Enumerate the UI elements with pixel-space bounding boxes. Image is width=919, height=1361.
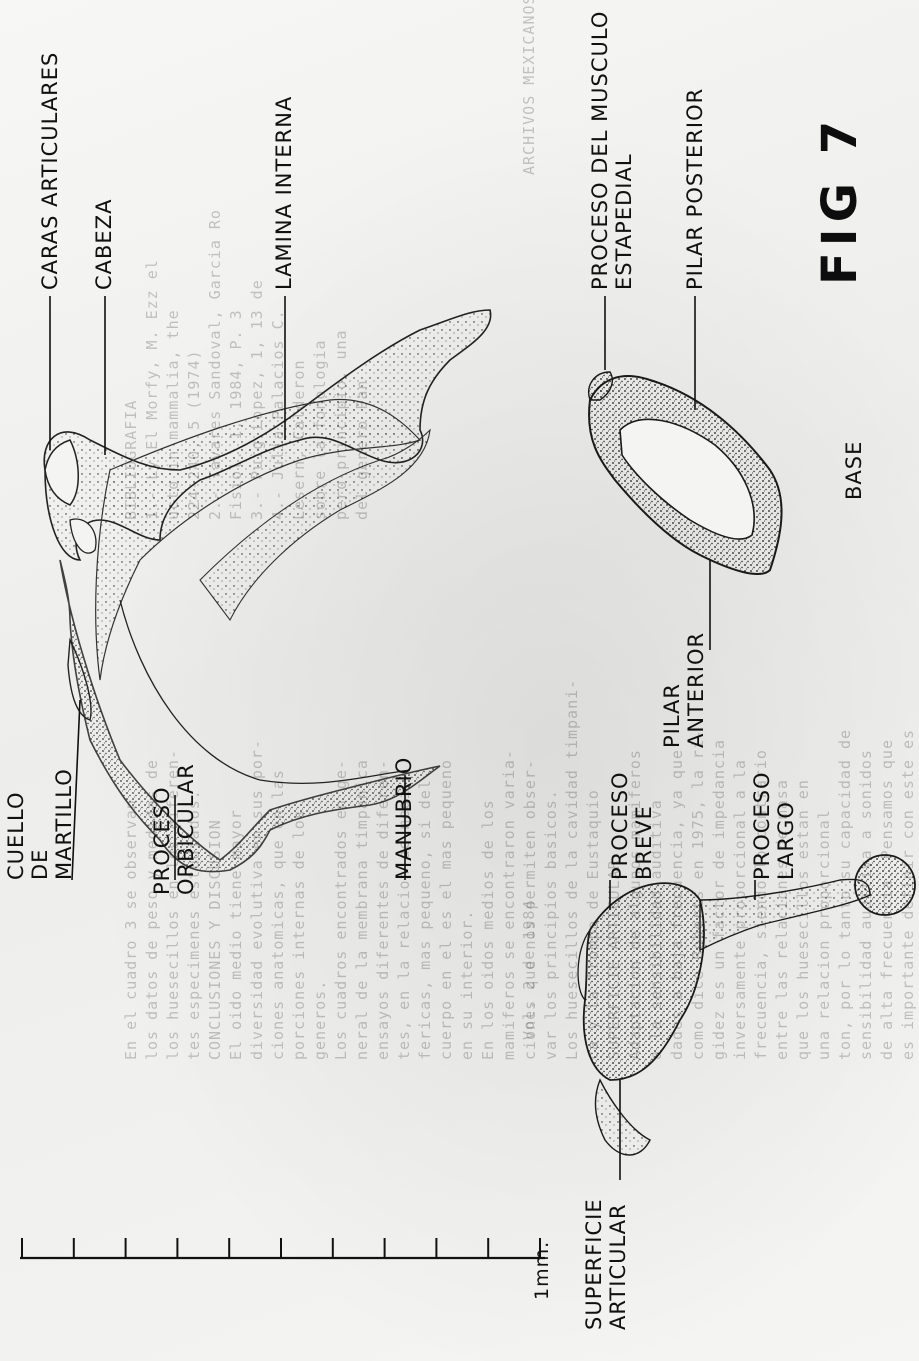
label-base: BASE <box>842 441 866 500</box>
label-proceso-orbicular: PROCESO ORBICULAR <box>150 763 198 895</box>
figure-label: FIG 7 <box>812 115 868 285</box>
incus-drawing <box>578 855 915 1155</box>
label-pilar-posterior: PILAR POSTERIOR <box>683 88 707 290</box>
label-proceso-largo: PROCESO LARGO <box>750 771 798 880</box>
incus-long-process <box>700 879 870 950</box>
label-superficie-articular: SUPERFICIE ARTICULAR <box>582 1198 630 1330</box>
label-cabeza: CABEZA <box>92 199 116 290</box>
scale-bar-ticks <box>22 1238 540 1258</box>
label-proceso-musculo-estapedial: PROCESO DEL MUSCULO ESTAPEDIAL <box>588 11 636 290</box>
incus-body <box>584 883 704 1080</box>
incus-lenticular-process <box>855 855 915 915</box>
malleus-inner-curve <box>120 600 410 783</box>
label-proceso-breve: PROCESO BREVE <box>608 771 656 880</box>
label-cuello-de-martillo: CUELLO DE MARTILLO <box>4 768 76 880</box>
stapes-drawing <box>589 372 782 574</box>
malleus-drawing <box>44 310 490 872</box>
scale-bar <box>20 1238 545 1258</box>
label-lamina-interna: LAMINA INTERNA <box>272 96 296 290</box>
incus-short-process <box>595 1080 650 1155</box>
scale-bar-label: 1mm. <box>530 1241 554 1300</box>
label-pilar-anterior: PILAR ANTERIOR <box>660 632 708 748</box>
label-manubrio: MANUBRIO <box>392 757 416 880</box>
label-caras-articulares: CARAS ARTICULARES <box>38 52 62 290</box>
